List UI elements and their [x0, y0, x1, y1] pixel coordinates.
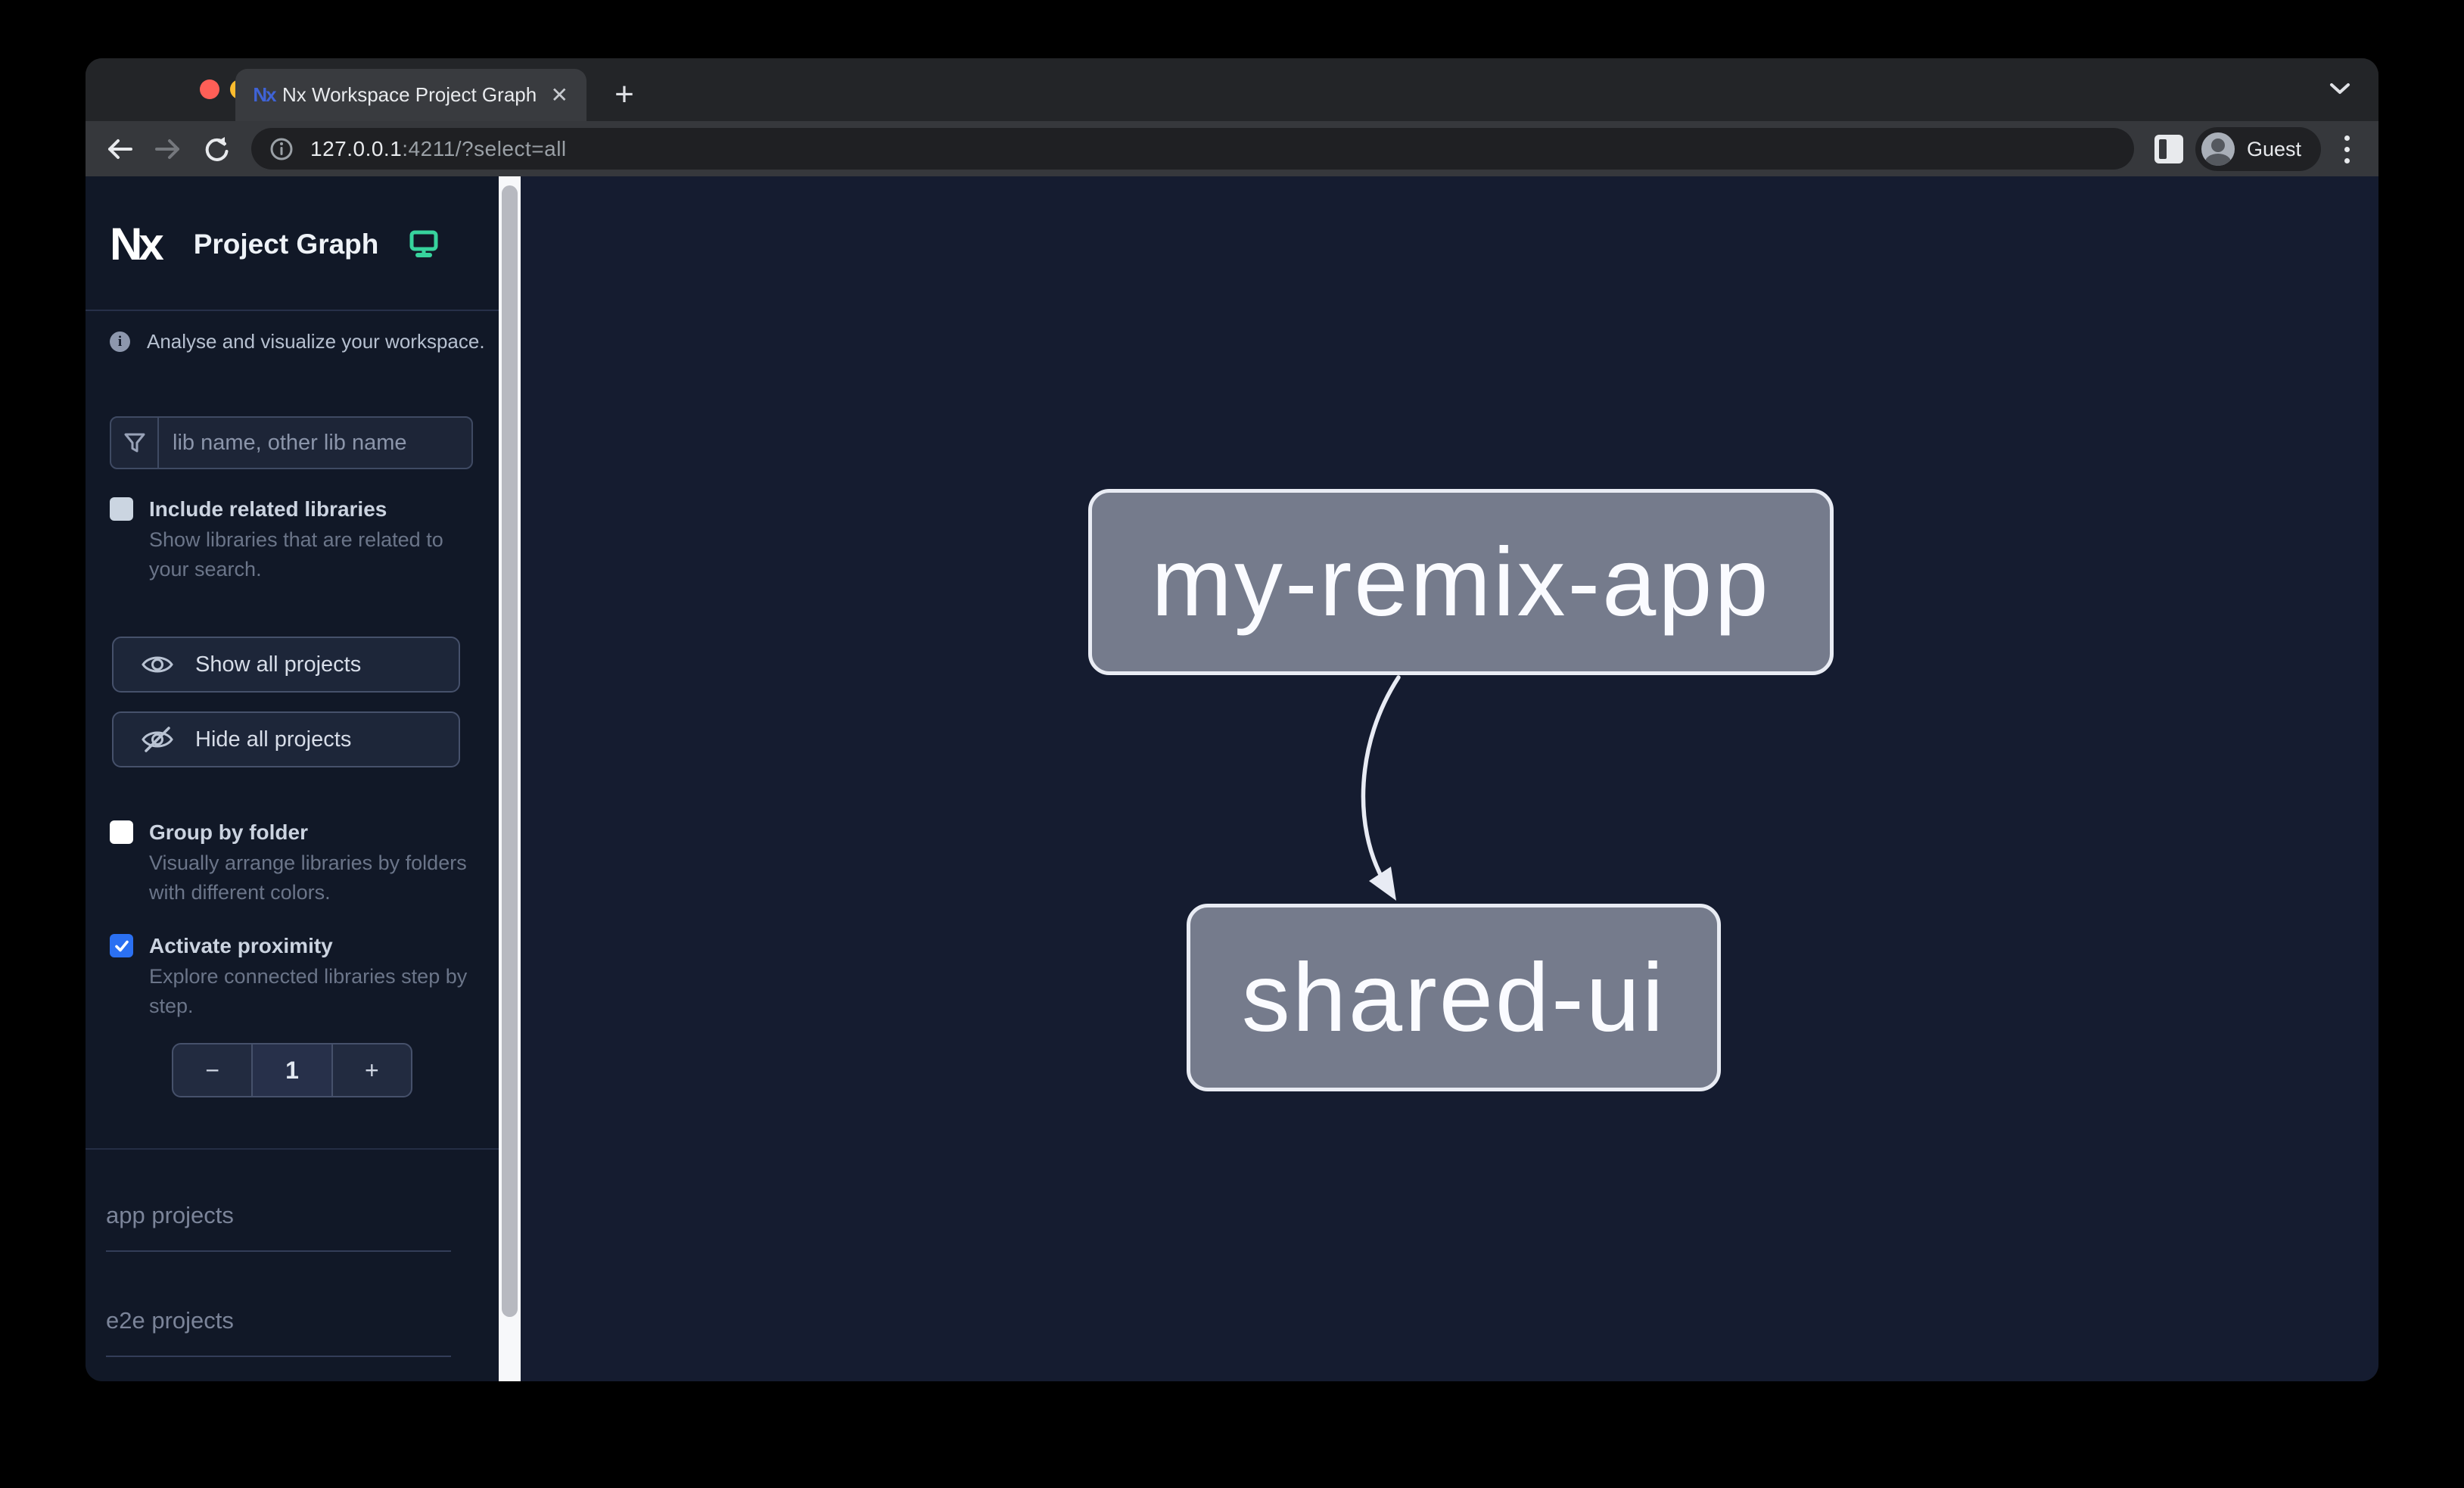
- sidebar-scrollbar[interactable]: [499, 176, 521, 1381]
- header-divider: [86, 310, 499, 311]
- address-bar[interactable]: 127.0.0.1:4211/?select=all: [251, 128, 2134, 170]
- proximity-value: 1: [251, 1044, 331, 1096]
- back-button[interactable]: [99, 121, 142, 176]
- brand: Nx Project Graph: [110, 218, 439, 270]
- increase-button[interactable]: +: [331, 1044, 411, 1096]
- option-label: Activate proximity: [149, 934, 333, 957]
- page-content: Nx Project Graph i Analyse and visualize…: [86, 176, 2378, 1381]
- profile-button[interactable]: Guest: [2195, 127, 2322, 171]
- tab-close-icon[interactable]: ✕: [550, 83, 568, 107]
- tab-strip: Nx Nx Workspace Project Graph ✕ +: [86, 58, 2378, 121]
- nx-favicon-icon: Nx: [253, 83, 276, 106]
- browser-toolbar: 127.0.0.1:4211/?select=all Guest: [86, 121, 2378, 176]
- filter-icon: [111, 418, 159, 468]
- option-activate-proximity[interactable]: Activate proximity Explore connected lib…: [110, 932, 476, 1021]
- eye-off-icon: [142, 727, 173, 752]
- option-label: Group by folder: [149, 820, 308, 844]
- nx-logo: Nx: [110, 219, 164, 269]
- scrollbar-thumb[interactable]: [502, 185, 518, 1317]
- edge-arrowhead-icon: [1369, 867, 1396, 901]
- new-tab-button[interactable]: +: [614, 76, 634, 113]
- tab-title: Nx Workspace Project Graph: [282, 83, 537, 106]
- option-description: Show libraries that are related to your …: [149, 528, 443, 581]
- sidebar: Nx Project Graph i Analyse and visualize…: [86, 176, 499, 1381]
- avatar-icon: [2201, 132, 2235, 166]
- forward-button[interactable]: [146, 121, 188, 176]
- filter-box: [110, 416, 473, 469]
- tab-search-chevron-icon[interactable]: [2327, 81, 2353, 100]
- dependency-edge: [1361, 675, 1401, 901]
- checkbox-group-by-folder[interactable]: [110, 820, 133, 844]
- hide-all-projects-button[interactable]: Hide all projects: [112, 711, 460, 767]
- browser-menu-button[interactable]: [2341, 132, 2353, 166]
- option-description: Visually arrange libraries by folders wi…: [149, 851, 467, 904]
- button-label: Hide all projects: [195, 727, 352, 752]
- eye-icon: [142, 656, 173, 673]
- section-divider: [86, 1148, 499, 1150]
- option-label: Include related libraries: [149, 497, 387, 521]
- checkmark-icon: [114, 940, 129, 951]
- side-panel-icon[interactable]: [2154, 135, 2183, 163]
- close-window-button[interactable]: [200, 79, 219, 99]
- search-input[interactable]: [159, 430, 471, 456]
- url-host: 127.0.0.1: [310, 136, 403, 160]
- monitor-icon[interactable]: [409, 229, 439, 263]
- tagline: i Analyse and visualize your workspace.: [110, 330, 485, 353]
- option-include-related[interactable]: Include related libraries Show libraries…: [110, 496, 476, 584]
- page-title: Project Graph: [193, 228, 379, 260]
- graph-node-shared-ui[interactable]: shared-ui: [1187, 904, 1721, 1091]
- url-path: :4211/?select=all: [402, 136, 567, 160]
- option-group-by-folder[interactable]: Group by folder Visually arrange librari…: [110, 819, 476, 907]
- profile-label: Guest: [2247, 137, 2302, 160]
- section-app-projects[interactable]: app projects: [106, 1202, 451, 1252]
- checkbox-include-related[interactable]: [110, 497, 133, 521]
- section-e2e-projects[interactable]: e2e projects: [106, 1307, 451, 1357]
- site-info-icon[interactable]: [269, 137, 294, 161]
- info-icon: i: [110, 332, 130, 352]
- option-description: Explore connected libraries step by step…: [149, 965, 468, 1017]
- checkbox-activate-proximity[interactable]: [110, 934, 133, 957]
- button-label: Show all projects: [195, 652, 362, 677]
- proximity-stepper: − 1 +: [172, 1043, 412, 1097]
- tagline-text: Analyse and visualize your workspace.: [147, 330, 485, 353]
- browser-window: Nx Nx Workspace Project Graph ✕ + 127.0.…: [86, 58, 2378, 1381]
- browser-tab[interactable]: Nx Nx Workspace Project Graph ✕: [235, 69, 586, 121]
- show-all-projects-button[interactable]: Show all projects: [112, 637, 460, 693]
- decrease-button[interactable]: −: [205, 1056, 219, 1084]
- url-text: 127.0.0.1:4211/?select=all: [310, 137, 567, 161]
- graph-canvas[interactable]: my-remix-app shared-ui: [521, 176, 2378, 1381]
- reload-button[interactable]: [195, 121, 238, 176]
- graph-node-my-remix-app[interactable]: my-remix-app: [1088, 489, 1834, 675]
